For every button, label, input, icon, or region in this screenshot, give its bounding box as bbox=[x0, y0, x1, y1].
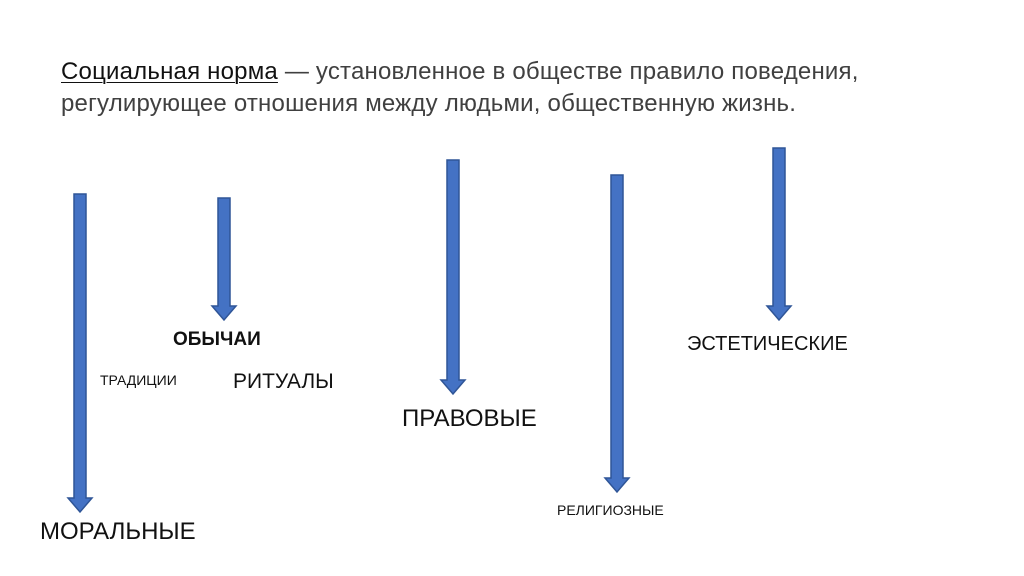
label-moral: МОРАЛЬНЫЕ bbox=[40, 518, 196, 545]
label-rituals: РИТУАЛЫ bbox=[233, 370, 334, 393]
arrow-aesthetic bbox=[765, 147, 793, 322]
label-legal: ПРАВОВЫЕ bbox=[402, 405, 537, 432]
definition-body: — установленное в обществе правило повед… bbox=[61, 58, 859, 117]
label-traditions: ТРАДИЦИИ bbox=[100, 372, 177, 388]
arrow-religious bbox=[603, 174, 631, 494]
label-customs: ОБЫЧАИ bbox=[173, 329, 261, 350]
label-religious: РЕЛИГИОЗНЫЕ bbox=[557, 502, 664, 518]
arrow-customs bbox=[210, 197, 238, 322]
arrow-moral bbox=[66, 193, 94, 514]
definition-term: Социальная норма bbox=[61, 58, 278, 85]
definition-text: Социальная норма — установленное в общес… bbox=[61, 56, 861, 120]
arrow-legal bbox=[439, 159, 467, 396]
label-aesthetic: ЭСТЕТИЧЕСКИЕ bbox=[687, 333, 848, 355]
